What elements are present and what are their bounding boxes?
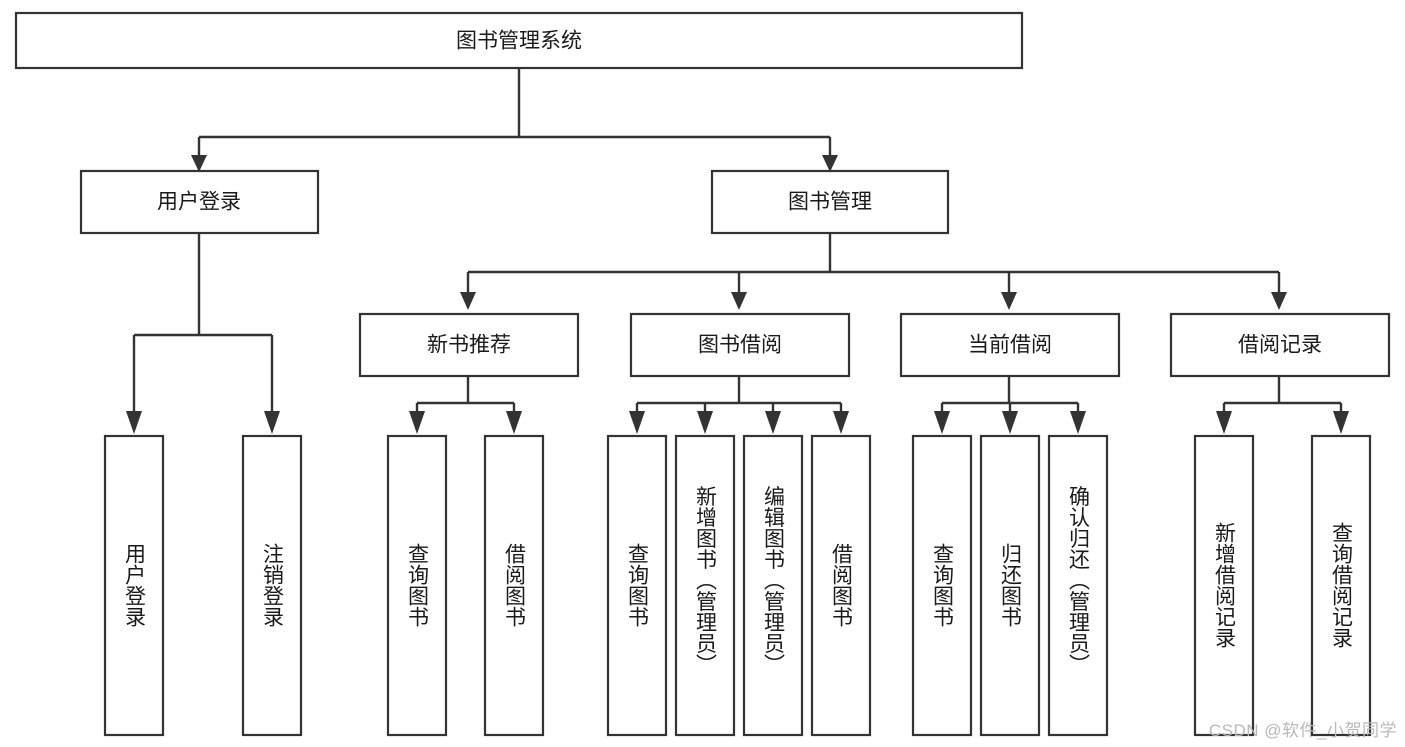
node-book-borrow[interactable]: 图书借阅 [629, 312, 851, 378]
leaf-book-borrow-add[interactable]: 新增图书（管理员） [674, 434, 736, 737]
leaf-book-borrow-add-label: 新增图书（管理员） [694, 486, 718, 675]
arrow-to-book-manage [822, 155, 838, 172]
leaf-user-login-logout-label: 注销登录 [261, 543, 285, 627]
node-new-book-recommend-box[interactable] [358, 312, 580, 378]
arrow-to-leaf-bb-query [629, 411, 645, 434]
node-user-login-label: 用户登录 [157, 191, 241, 214]
arrow-to-book-borrow [731, 292, 747, 310]
node-book-manage-box[interactable] [710, 169, 950, 235]
leaf-book-borrow-borrow-box[interactable] [810, 434, 872, 737]
leaf-current-borrow-query-box[interactable] [911, 434, 973, 737]
leaf-book-borrow-borrow-label: 借阅图书 [830, 543, 854, 627]
node-new-book-recommend-label: 新书推荐 [427, 334, 511, 357]
node-book-borrow-box[interactable] [629, 312, 851, 378]
leaf-current-borrow-confirm-box[interactable] [1047, 434, 1109, 737]
node-current-borrow-label: 当前借阅 [968, 334, 1052, 357]
node-book-manage-label: 图书管理 [788, 191, 872, 214]
arrow-to-leaf-br-add [1216, 411, 1232, 434]
leaf-new-book-borrow-label: 借阅图书 [503, 543, 527, 627]
arrow-to-leaf-nb-borrow [506, 411, 522, 434]
leaf-user-login-login[interactable]: 用户登录 [103, 434, 165, 737]
arrow-to-leaf-cb-return [1002, 411, 1018, 434]
arrow-to-user-login [191, 155, 207, 172]
leaf-user-login-logout[interactable]: 注销登录 [241, 434, 303, 737]
leaf-book-borrow-edit-box[interactable] [742, 434, 804, 737]
leaf-new-book-query-label: 查询图书 [406, 543, 430, 627]
leaf-borrow-record-query-label: 查询借阅记录 [1330, 522, 1354, 648]
leaf-borrow-record-query-box[interactable] [1310, 434, 1372, 737]
leaf-new-book-borrow[interactable]: 借阅图书 [483, 434, 545, 737]
arrow-to-borrow-record [1271, 292, 1287, 310]
leaf-current-borrow-confirm-label: 确认归还（管理员） [1067, 486, 1091, 675]
leaf-book-borrow-edit-label: 编辑图书（管理员） [762, 486, 786, 675]
arrow-to-leaf-nb-query [409, 411, 425, 434]
leaf-borrow-record-query[interactable]: 查询借阅记录 [1310, 434, 1372, 737]
node-user-login-box[interactable] [79, 169, 320, 235]
arrowhead-group [126, 155, 1349, 434]
node-root[interactable]: 图书管理系统 [14, 11, 1024, 70]
node-current-borrow-box[interactable] [899, 312, 1121, 378]
leaf-current-borrow-query[interactable]: 查询图书 [911, 434, 973, 737]
leaf-book-borrow-borrow[interactable]: 借阅图书 [810, 434, 872, 737]
node-book-manage[interactable]: 图书管理 [710, 169, 950, 235]
leaf-user-login-login-box[interactable] [103, 434, 165, 737]
leaf-book-borrow-add-box[interactable] [674, 434, 736, 737]
leaf-borrow-record-add-label: 新增借阅记录 [1213, 522, 1237, 648]
node-new-book-recommend[interactable]: 新书推荐 [358, 312, 580, 378]
arrow-to-new-book [460, 292, 476, 310]
node-book-borrow-label: 图书借阅 [698, 334, 782, 357]
node-borrow-record-label: 借阅记录 [1238, 334, 1322, 357]
node-borrow-record-box[interactable] [1169, 312, 1391, 378]
leaf-book-borrow-query[interactable]: 查询图书 [606, 434, 668, 737]
node-root-box[interactable] [14, 11, 1024, 70]
node-user-login[interactable]: 用户登录 [79, 169, 320, 235]
arrow-to-leaf-logout [264, 411, 280, 434]
leaf-book-borrow-edit[interactable]: 编辑图书（管理员） [742, 434, 804, 737]
leaf-user-login-login-label: 用户登录 [123, 543, 147, 627]
leaf-book-borrow-query-box[interactable] [606, 434, 668, 737]
arrow-to-leaf-cb-query [934, 411, 950, 434]
leaf-user-login-logout-box[interactable] [241, 434, 303, 737]
leaf-new-book-query[interactable]: 查询图书 [386, 434, 448, 737]
leaf-current-borrow-return[interactable]: 归还图书 [979, 434, 1041, 737]
leaf-new-book-borrow-box[interactable] [483, 434, 545, 737]
node-borrow-record[interactable]: 借阅记录 [1169, 312, 1391, 378]
arrow-to-leaf-bb-add [697, 411, 713, 434]
leaf-book-borrow-query-label: 查询图书 [626, 543, 650, 627]
leaf-current-borrow-confirm[interactable]: 确认归还（管理员） [1047, 434, 1109, 737]
arrow-to-leaf-cb-confirm [1070, 411, 1086, 434]
leaf-new-book-query-box[interactable] [386, 434, 448, 737]
arrow-to-leaf-bb-edit [765, 411, 781, 434]
leaf-borrow-record-add[interactable]: 新增借阅记录 [1193, 434, 1255, 737]
leaf-borrow-record-add-box[interactable] [1193, 434, 1255, 737]
arrow-to-current-borrow [1001, 292, 1017, 310]
arrow-to-leaf-bb-borrow [833, 411, 849, 434]
leaf-current-borrow-query-label: 查询图书 [931, 543, 955, 627]
leaf-current-borrow-return-label: 归还图书 [999, 543, 1023, 627]
node-current-borrow[interactable]: 当前借阅 [899, 312, 1121, 378]
leaf-current-borrow-return-box[interactable] [979, 434, 1041, 737]
arrow-to-leaf-user-login [126, 411, 142, 434]
node-root-label: 图书管理系统 [456, 30, 582, 53]
arrow-to-leaf-br-query [1333, 411, 1349, 434]
